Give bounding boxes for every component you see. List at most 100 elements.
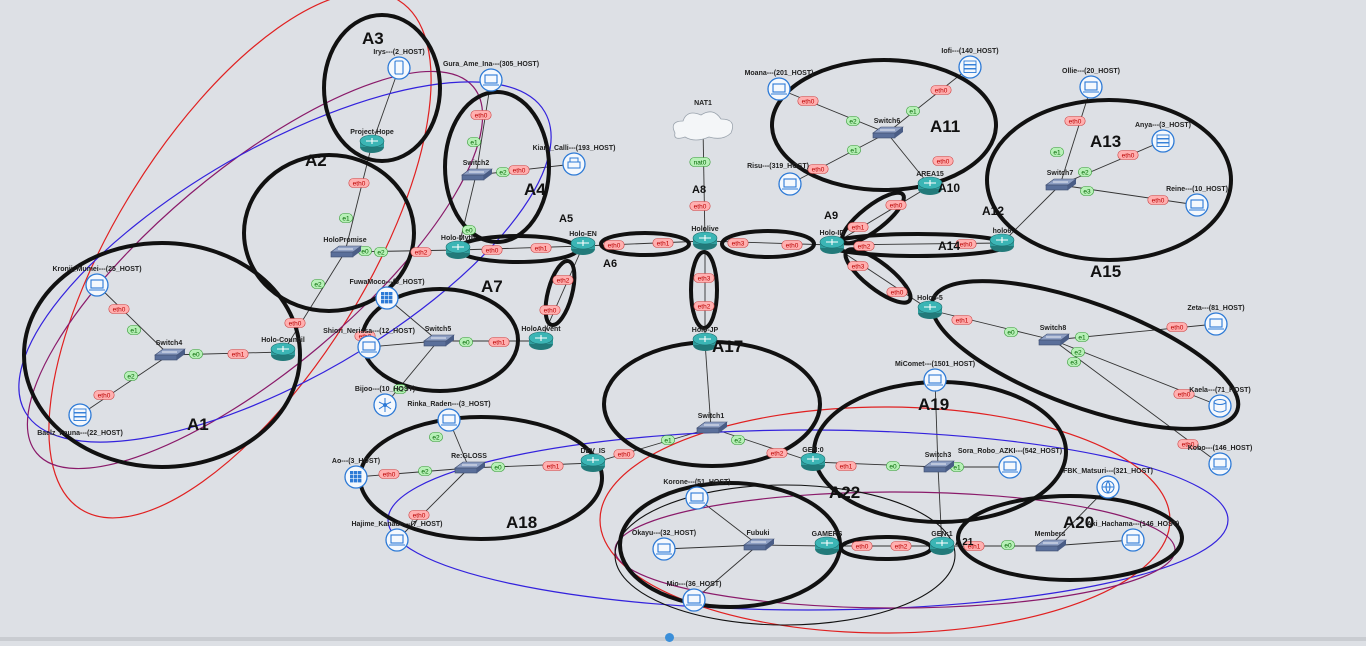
node-micomet[interactable]: MiComet---(1501_HOST) (895, 361, 975, 392)
node-switch7[interactable]: Switch7 (1045, 170, 1077, 191)
port-label-text: eth2 (557, 277, 570, 284)
node-kaela[interactable]: Kaela---(71_HOST) (1189, 387, 1251, 418)
port-label-text: e2 (421, 468, 429, 475)
port-label-text: eth0 (856, 543, 869, 550)
node-rinka[interactable]: Rinka_Raden---(3_HOST) (407, 401, 491, 432)
node-fubuki[interactable]: Fubuki (743, 530, 775, 551)
laptop-icon (385, 528, 409, 552)
node-devis[interactable]: DEV_IS (581, 448, 606, 472)
node-holoen[interactable]: Holo-EN (569, 231, 597, 255)
node-switch8[interactable]: Switch8 (1038, 325, 1070, 346)
node-baelz[interactable]: Baelz_Fauna---(22_HOST) (37, 403, 123, 437)
node-mio[interactable]: Mio---(36_HOST) (667, 581, 722, 612)
node-holojp[interactable]: Holo-JP (692, 327, 719, 351)
node-zeta[interactable]: Zeta---(81_HOST) (1187, 305, 1245, 336)
node-haachama[interactable]: Aki_Hachama---(146_HOST) (1087, 521, 1180, 552)
port-label-text: eth0 (786, 242, 799, 249)
area-label-a3: A3 (362, 29, 384, 48)
node-kiara[interactable]: Kiara_Calli---(193_HOST) (533, 145, 616, 176)
node-fuwamoco[interactable]: FuwaMoco---(5_HOST) (349, 279, 425, 310)
node-moana[interactable]: Moana---(201_HOST) (745, 70, 814, 101)
area-a13-outline (985, 98, 1233, 262)
server-icon (958, 55, 982, 79)
node-korone[interactable]: Korone---(51_HOST) (663, 479, 731, 510)
laptop-icon (652, 537, 676, 561)
port-label-text: eth1 (232, 351, 245, 358)
area-a17-outline (602, 340, 822, 468)
port-label-text: e1 (909, 108, 917, 115)
port-label-text: e1 (470, 139, 478, 146)
node-label: AREA15 (916, 171, 944, 178)
link-anya-switch7 (1059, 140, 1164, 186)
node-gen1[interactable]: GEN:1 (929, 531, 955, 555)
switch-icon (872, 126, 904, 139)
node-switch5[interactable]: Switch5 (423, 326, 455, 347)
link-micomet-switch3 (934, 379, 939, 468)
node-switch1[interactable]: Switch1 (696, 413, 728, 434)
node-kronii[interactable]: Kronii_Mumei---(25_HOST) (52, 266, 142, 297)
area-label-a21: A21 (955, 537, 974, 548)
area-a2-outline (242, 153, 416, 313)
node-holo6[interactable]: holo6 (989, 228, 1015, 252)
port-label: eth0 (932, 156, 954, 166)
port-label: e0 (491, 462, 505, 472)
node-holopromise[interactable]: HoloPromise (323, 237, 367, 258)
link-mio-fubuki (693, 544, 759, 601)
node-risu[interactable]: Risu---(319_HOST) (747, 163, 809, 196)
node-switch4[interactable]: Switch4 (154, 340, 186, 361)
port-label: eth0 (851, 541, 873, 551)
node-iofi[interactable]: Iofi---(140_HOST) (941, 48, 999, 79)
node-sora[interactable]: Sora_Robo_AZKI---(542_HOST) (958, 448, 1062, 479)
port-label-text: eth0 (353, 180, 366, 187)
node-ao[interactable]: Ao---(3_HOST) (332, 458, 380, 489)
node-shiori[interactable]: Shiori_Nerissa---(12_HOST) (323, 328, 415, 359)
horizontal-scrollbar[interactable] (0, 637, 1366, 641)
node-switch6[interactable]: Switch6 (872, 118, 904, 139)
switch-icon (454, 461, 486, 474)
link-switch3-gen1 (937, 466, 943, 547)
node-switch3[interactable]: Switch3 (923, 452, 955, 473)
node-gen0[interactable]: GEN:0 (800, 447, 826, 471)
link-holo6-switch7 (1001, 184, 1061, 244)
node-holoid[interactable]: Holo-ID (820, 230, 845, 254)
node-gura[interactable]: Gura_Ame_Ina---(305_HOST) (443, 61, 539, 92)
node-area15[interactable]: AREA15 (916, 171, 944, 195)
node-hajime[interactable]: Hajime_Kanade---(7_HOST) (351, 521, 443, 552)
node-label: Re:GLOSS (451, 453, 487, 460)
router-icon (445, 240, 471, 259)
node-anya[interactable]: Anya---(3_HOST) (1135, 122, 1191, 153)
node-label: Switch4 (156, 340, 183, 347)
port-label-text: eth2 (698, 303, 711, 310)
router-icon (580, 453, 606, 472)
switch-icon (461, 168, 493, 181)
area-label-a6: A6 (603, 258, 617, 270)
port-label-text: eth1 (840, 463, 853, 470)
node-ollie[interactable]: Ollie---(20_HOST) (1062, 68, 1120, 99)
port-label: eth2 (766, 448, 788, 458)
node-holo5[interactable]: Holo5-5 (917, 295, 943, 319)
port-label-text: e1 (850, 147, 858, 154)
node-members[interactable]: Members (1035, 531, 1067, 552)
node-holocouncil[interactable]: Holo-Council (261, 337, 305, 361)
node-hololive[interactable]: Hololive (691, 226, 719, 250)
scroll-thumb[interactable] (665, 633, 674, 642)
node-gamers[interactable]: GAMERS (812, 531, 843, 555)
node-bijou[interactable]: Bijoo---(10_HOST) (355, 386, 415, 417)
router-icon (989, 233, 1015, 252)
node-irys[interactable]: Irys---(2_HOST) (373, 49, 425, 80)
area-a20-outline (956, 494, 1184, 582)
node-okayu[interactable]: Okayu---(32_HOST) (632, 530, 696, 561)
node-nat1[interactable]: NAT1 (672, 100, 734, 141)
node-reine[interactable]: Reine---(10_HOST) (1166, 186, 1228, 217)
node-projecthope[interactable]: Project-Hope (350, 129, 394, 153)
node-holoadvent[interactable]: HoloAdvent (521, 326, 561, 350)
node-holomyth[interactable]: Holo-Myth (441, 235, 475, 259)
node-switch2[interactable]: Switch2 (461, 160, 493, 181)
node-fbk[interactable]: FBK_Matsuri---(321_HOST) (1063, 468, 1153, 499)
node-label: Rinka_Raden---(3_HOST) (407, 401, 490, 408)
node-label: Ollie---(20_HOST) (1062, 68, 1120, 75)
node-kobo[interactable]: Kobo---(146_HOST) (1188, 445, 1253, 476)
node-regloss[interactable]: Re:GLOSS (451, 453, 487, 474)
area-label-a9: A9 (824, 210, 838, 222)
